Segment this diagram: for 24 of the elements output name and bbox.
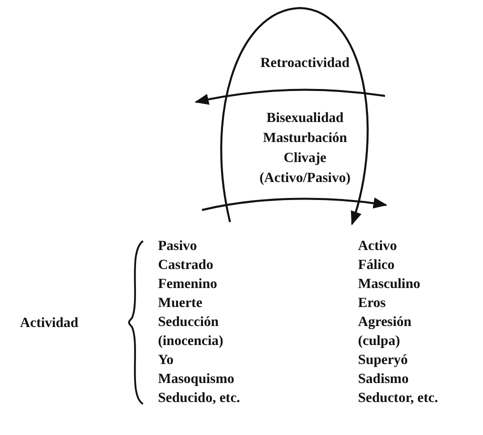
term-label: Masoquismo — [158, 371, 234, 388]
term-label: Activo — [358, 238, 397, 255]
term-label: Castrado — [158, 257, 214, 274]
term-label: (inocencia) — [158, 333, 224, 350]
term-label: Masturbación — [263, 130, 347, 147]
term-label: Superyó — [358, 352, 408, 369]
region-label: Retroactividad — [260, 55, 350, 72]
term-label: Sadismo — [358, 371, 409, 388]
term-label: Fálico — [358, 257, 395, 274]
term-label: (culpa) — [358, 333, 400, 350]
term-label: Seductor, etc. — [358, 390, 438, 407]
term-label: Pasivo — [158, 238, 197, 255]
term-label: Muerte — [158, 295, 202, 312]
term-label: Masculino — [358, 276, 420, 293]
term-label: Eros — [358, 295, 386, 312]
term-label: Femenino — [158, 276, 218, 293]
heading-label: Actividad — [20, 315, 78, 332]
term-label: Bisexualidad — [266, 110, 344, 127]
term-label: (Activo/Pasivo) — [260, 170, 350, 187]
term-label: Seducido, etc. — [158, 390, 240, 407]
term-label: Agresión — [358, 314, 412, 331]
term-label: Clivaje — [284, 150, 326, 167]
term-label: Yo — [158, 352, 174, 369]
term-label: Seducción — [158, 314, 219, 331]
